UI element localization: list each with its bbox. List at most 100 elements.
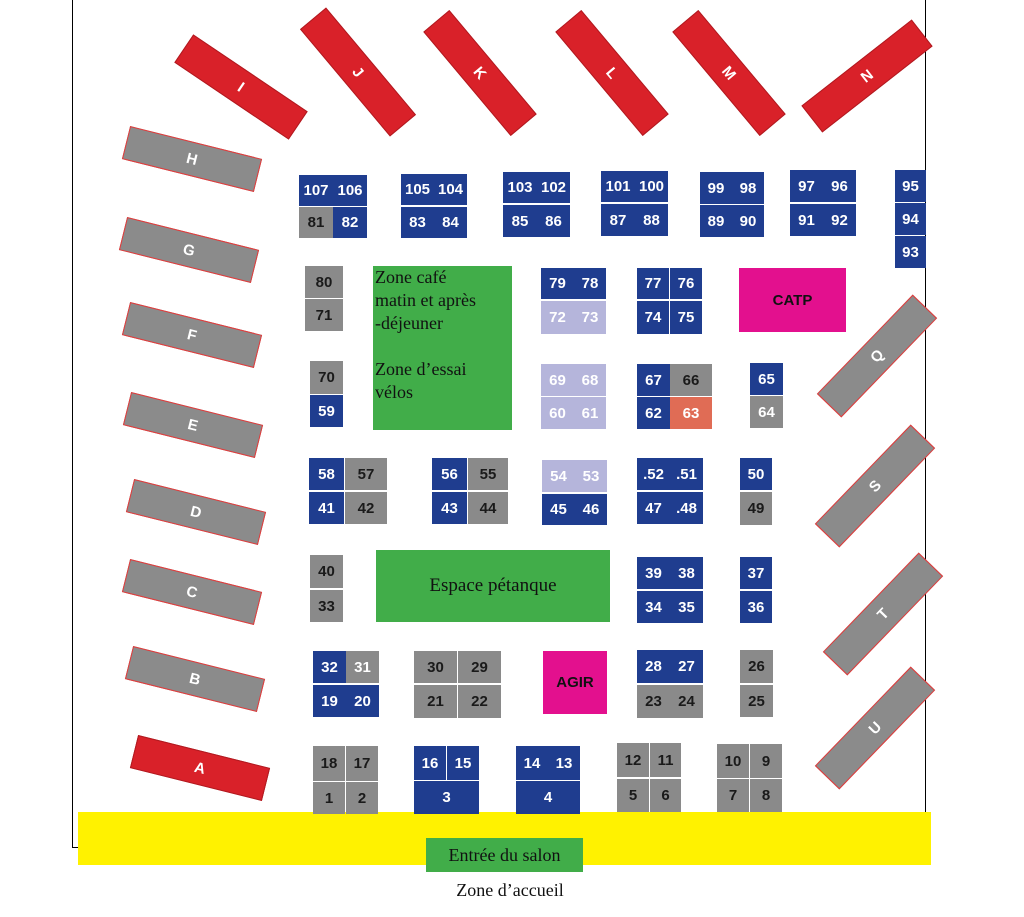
- booth-46[interactable]: 46: [575, 494, 607, 525]
- booth-101[interactable]: 101: [601, 171, 635, 202]
- zone-H[interactable]: H: [121, 126, 263, 192]
- booth-37[interactable]: 37: [740, 557, 772, 589]
- booth-14[interactable]: 14: [516, 746, 548, 780]
- booth-44[interactable]: 44: [468, 492, 508, 524]
- zone-C[interactable]: C: [121, 559, 263, 625]
- booth-20[interactable]: 20: [346, 685, 379, 717]
- booth-27[interactable]: 27: [670, 650, 703, 683]
- booth-50[interactable]: 50: [740, 458, 772, 490]
- zone-E[interactable]: E: [122, 392, 264, 458]
- booth-11[interactable]: 11: [650, 743, 681, 777]
- booth-6[interactable]: 6: [650, 779, 681, 812]
- booth-63[interactable]: 63: [670, 397, 712, 429]
- booth-61[interactable]: 61: [574, 397, 606, 429]
- booth-99[interactable]: 99: [700, 172, 732, 204]
- booth-65[interactable]: 65: [750, 363, 783, 395]
- booth-85[interactable]: 85: [503, 205, 537, 237]
- booth-42[interactable]: 42: [345, 492, 387, 524]
- booth-39[interactable]: 39: [637, 557, 670, 589]
- booth-88[interactable]: 88: [635, 204, 668, 236]
- zone-F[interactable]: F: [121, 302, 263, 368]
- booth-62[interactable]: 62: [637, 397, 670, 429]
- agir-area[interactable]: AGIR: [543, 651, 607, 714]
- booth-43[interactable]: 43: [432, 492, 467, 524]
- booth-93[interactable]: 93: [895, 236, 926, 268]
- booth-48[interactable]: .48: [670, 492, 703, 524]
- booth-74[interactable]: 74: [637, 301, 669, 334]
- zone-S[interactable]: S: [814, 424, 936, 548]
- booth-53[interactable]: 53: [575, 460, 607, 492]
- booth-81[interactable]: 81: [299, 207, 333, 238]
- booth-96[interactable]: 96: [823, 170, 856, 202]
- booth-92[interactable]: 92: [823, 204, 856, 236]
- booth-21[interactable]: 21: [414, 685, 457, 718]
- booth-19[interactable]: 19: [313, 685, 346, 717]
- booth-69[interactable]: 69: [541, 364, 574, 396]
- booth-95[interactable]: 95: [895, 170, 926, 202]
- booth-107[interactable]: 107: [299, 175, 333, 206]
- booth-24[interactable]: 24: [670, 685, 703, 718]
- booth-97[interactable]: 97: [790, 170, 823, 202]
- zone-K[interactable]: K: [423, 9, 537, 137]
- booth-9[interactable]: 9: [750, 744, 782, 778]
- booth-2[interactable]: 2: [346, 782, 378, 814]
- booth-72[interactable]: 72: [541, 301, 574, 334]
- booth-51[interactable]: .51: [670, 458, 703, 490]
- booth-16[interactable]: 16: [414, 746, 446, 780]
- booth-76[interactable]: 76: [670, 268, 702, 299]
- booth-86[interactable]: 86: [537, 205, 570, 237]
- booth-25[interactable]: 25: [740, 685, 773, 717]
- booth-28[interactable]: 28: [637, 650, 670, 683]
- booth-33[interactable]: 33: [310, 590, 343, 622]
- booth-77[interactable]: 77: [637, 268, 669, 299]
- booth-47[interactable]: 47: [637, 492, 670, 524]
- booth-60[interactable]: 60: [541, 397, 574, 429]
- booth-36[interactable]: 36: [740, 591, 772, 623]
- catp-area[interactable]: CATP: [739, 268, 846, 332]
- booth-90[interactable]: 90: [732, 205, 764, 237]
- booth-34[interactable]: 34: [637, 591, 670, 623]
- booth-35[interactable]: 35: [670, 591, 703, 623]
- booth-105[interactable]: 105: [401, 174, 434, 205]
- zone-L[interactable]: L: [555, 9, 669, 137]
- zone-M[interactable]: M: [672, 9, 786, 137]
- booth-41[interactable]: 41: [309, 492, 344, 524]
- booth-106[interactable]: 106: [333, 175, 367, 206]
- booth-45[interactable]: 45: [542, 494, 575, 525]
- booth-7[interactable]: 7: [717, 779, 749, 812]
- booth-64[interactable]: 64: [750, 396, 783, 428]
- booth-23[interactable]: 23: [637, 685, 670, 718]
- booth-91[interactable]: 91: [790, 204, 823, 236]
- booth-38[interactable]: 38: [670, 557, 703, 589]
- booth-54[interactable]: 54: [542, 460, 575, 492]
- booth-94[interactable]: 94: [895, 203, 926, 235]
- booth-68[interactable]: 68: [574, 364, 606, 396]
- booth-10[interactable]: 10: [717, 744, 749, 778]
- booth-18[interactable]: 18: [313, 746, 345, 781]
- booth-89[interactable]: 89: [700, 205, 732, 237]
- booth-30[interactable]: 30: [414, 651, 457, 683]
- booth-83[interactable]: 83: [401, 207, 434, 238]
- zone-D[interactable]: D: [125, 479, 267, 545]
- booth-3[interactable]: 3: [414, 781, 479, 814]
- booth-82[interactable]: 82: [333, 207, 367, 238]
- booth-17[interactable]: 17: [346, 746, 378, 781]
- booth-102[interactable]: 102: [537, 172, 570, 203]
- booth-70[interactable]: 70: [310, 361, 343, 394]
- booth-78[interactable]: 78: [574, 268, 606, 299]
- booth-5[interactable]: 5: [617, 779, 649, 812]
- booth-84[interactable]: 84: [434, 207, 467, 238]
- booth-49[interactable]: 49: [740, 492, 772, 525]
- booth-12[interactable]: 12: [617, 743, 649, 777]
- booth-73[interactable]: 73: [574, 301, 606, 334]
- booth-87[interactable]: 87: [601, 204, 635, 236]
- booth-79[interactable]: 79: [541, 268, 574, 299]
- booth-75[interactable]: 75: [670, 301, 702, 334]
- booth-57[interactable]: 57: [345, 458, 387, 490]
- booth-100[interactable]: 100: [635, 171, 668, 202]
- booth-40[interactable]: 40: [310, 555, 343, 588]
- booth-103[interactable]: 103: [503, 172, 537, 203]
- booth-29[interactable]: 29: [458, 651, 501, 683]
- booth-26[interactable]: 26: [740, 650, 773, 683]
- zone-G[interactable]: G: [118, 217, 260, 283]
